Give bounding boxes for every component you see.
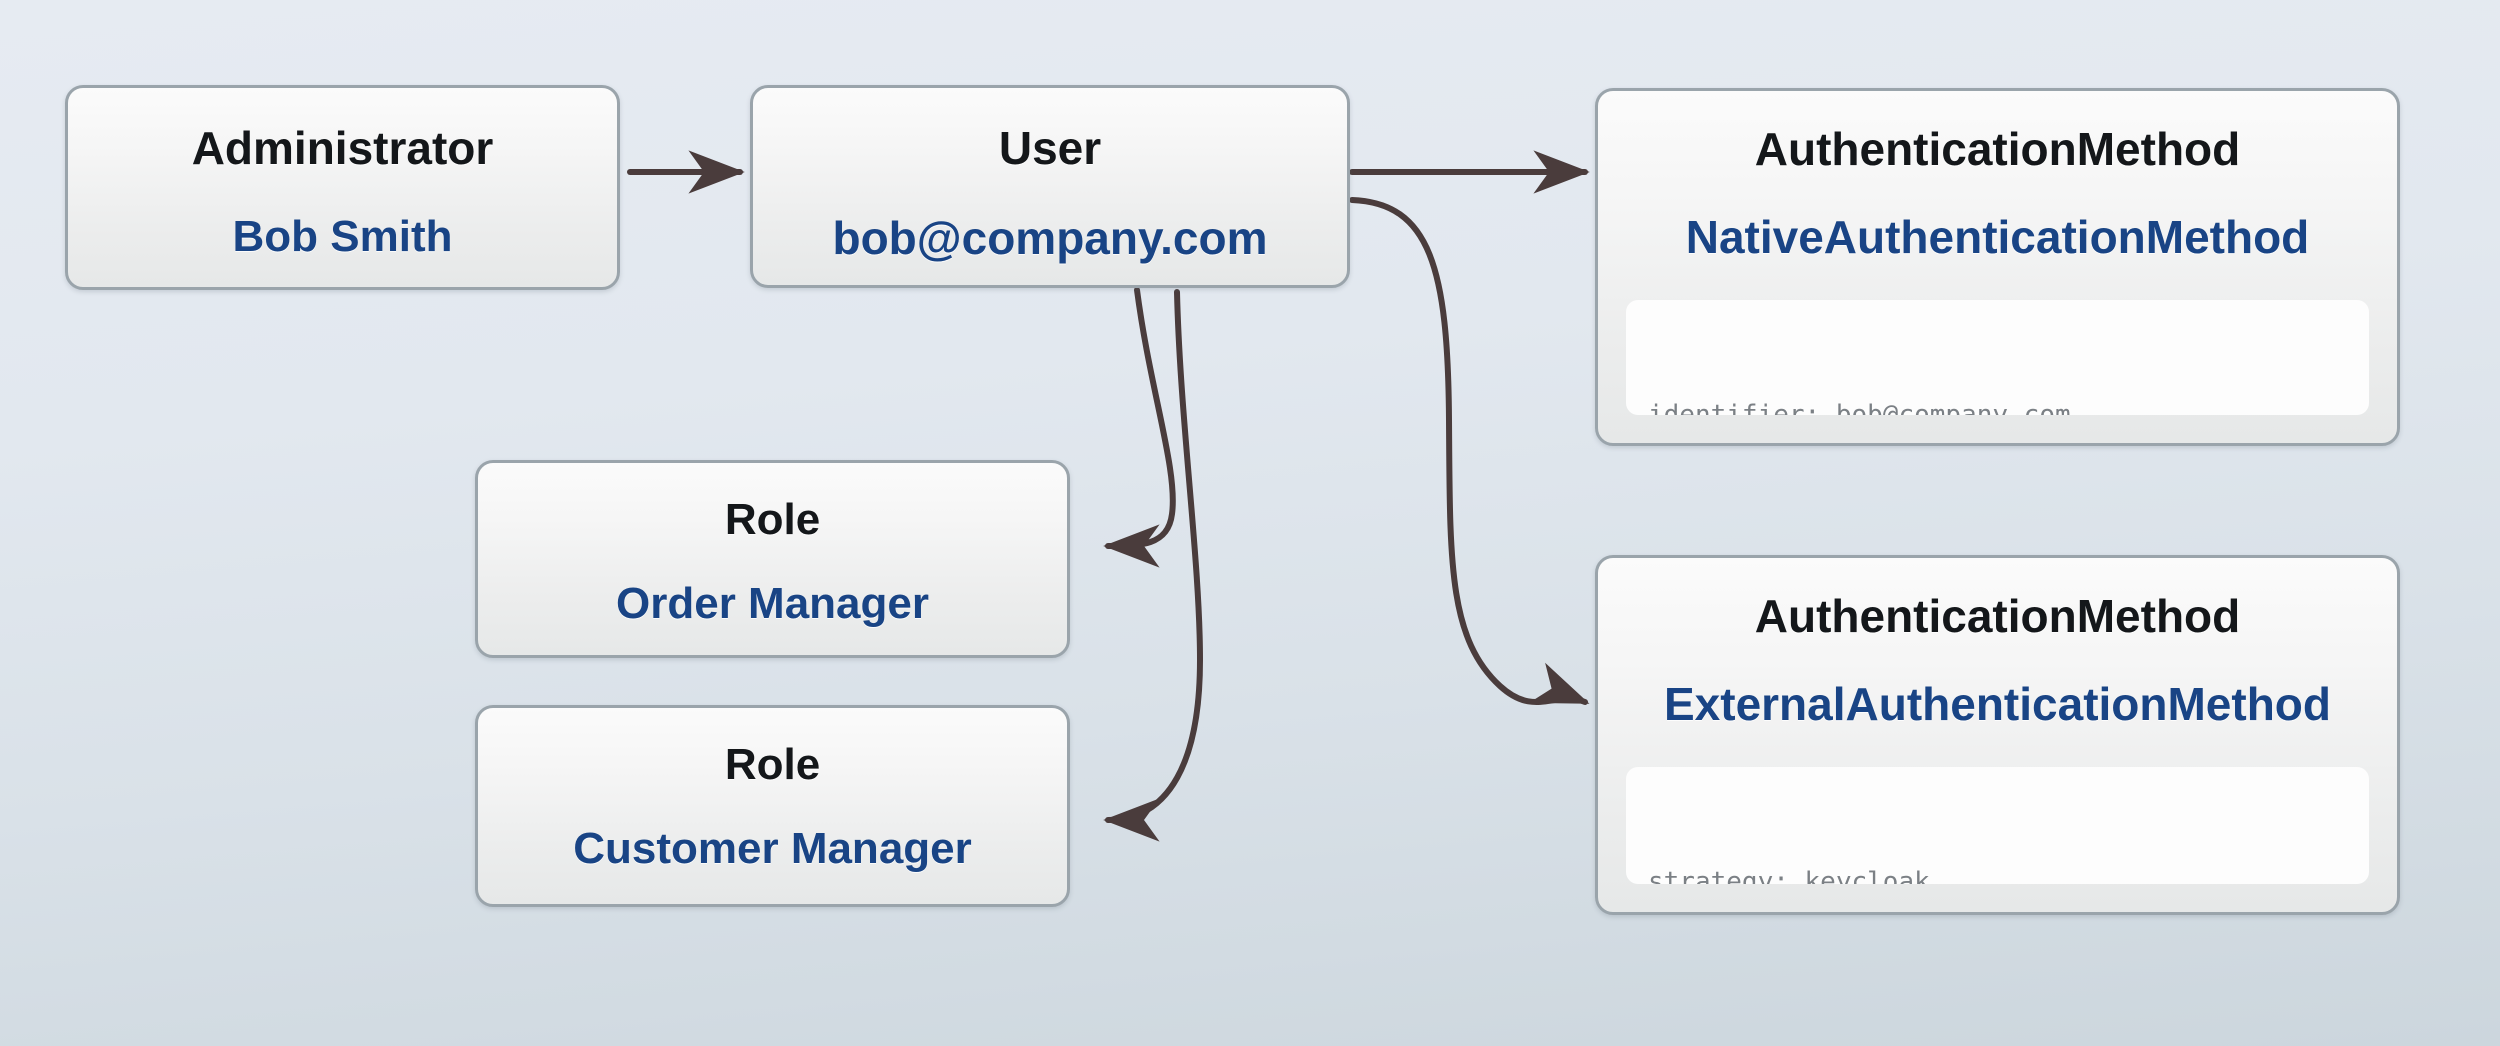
node-auth-native-value: NativeAuthenticationMethod: [1685, 211, 2310, 264]
node-role-customer-type: Role: [724, 740, 821, 789]
node-user-value: bob@company.com: [832, 212, 1268, 265]
node-user[interactable]: User bob@company.com: [750, 85, 1350, 288]
node-role-order-manager[interactable]: Role Order Manager: [475, 460, 1070, 658]
node-auth-native-properties: identifier: bob@company.com password: **…: [1626, 299, 2369, 415]
node-authentication-method-external[interactable]: AuthenticationMethod ExternalAuthenticat…: [1595, 555, 2400, 915]
node-role-order-value: Order Manager: [616, 579, 929, 629]
node-role-customer-value: Customer Manager: [573, 824, 972, 874]
node-administrator-value: Bob Smith: [232, 212, 453, 262]
edge-user-to-role-order: [1103, 287, 1176, 568]
node-auth-native-type: AuthenticationMethod: [1754, 123, 2241, 175]
node-auth-external-value: ExternalAuthenticationMethod: [1663, 678, 2332, 731]
edge-user-to-auth-external: [1349, 197, 1590, 705]
node-auth-external-properties: strategy: keycloak externalIdentifier: c…: [1626, 766, 2369, 884]
node-administrator[interactable]: Administrator Bob Smith: [65, 85, 620, 290]
node-role-order-type: Role: [724, 495, 821, 544]
node-role-customer-manager[interactable]: Role Customer Manager: [475, 705, 1070, 907]
node-user-type: User: [998, 122, 1102, 174]
node-auth-external-type: AuthenticationMethod: [1754, 590, 2241, 642]
node-administrator-type: Administrator: [191, 122, 494, 174]
node-authentication-method-native[interactable]: AuthenticationMethod NativeAuthenticatio…: [1595, 88, 2400, 446]
prop-identifier: identifier: bob@company.com: [1648, 399, 2071, 415]
prop-strategy: strategy: keycloak: [1648, 866, 1930, 884]
edge-user-to-role-customer: [1103, 289, 1204, 842]
